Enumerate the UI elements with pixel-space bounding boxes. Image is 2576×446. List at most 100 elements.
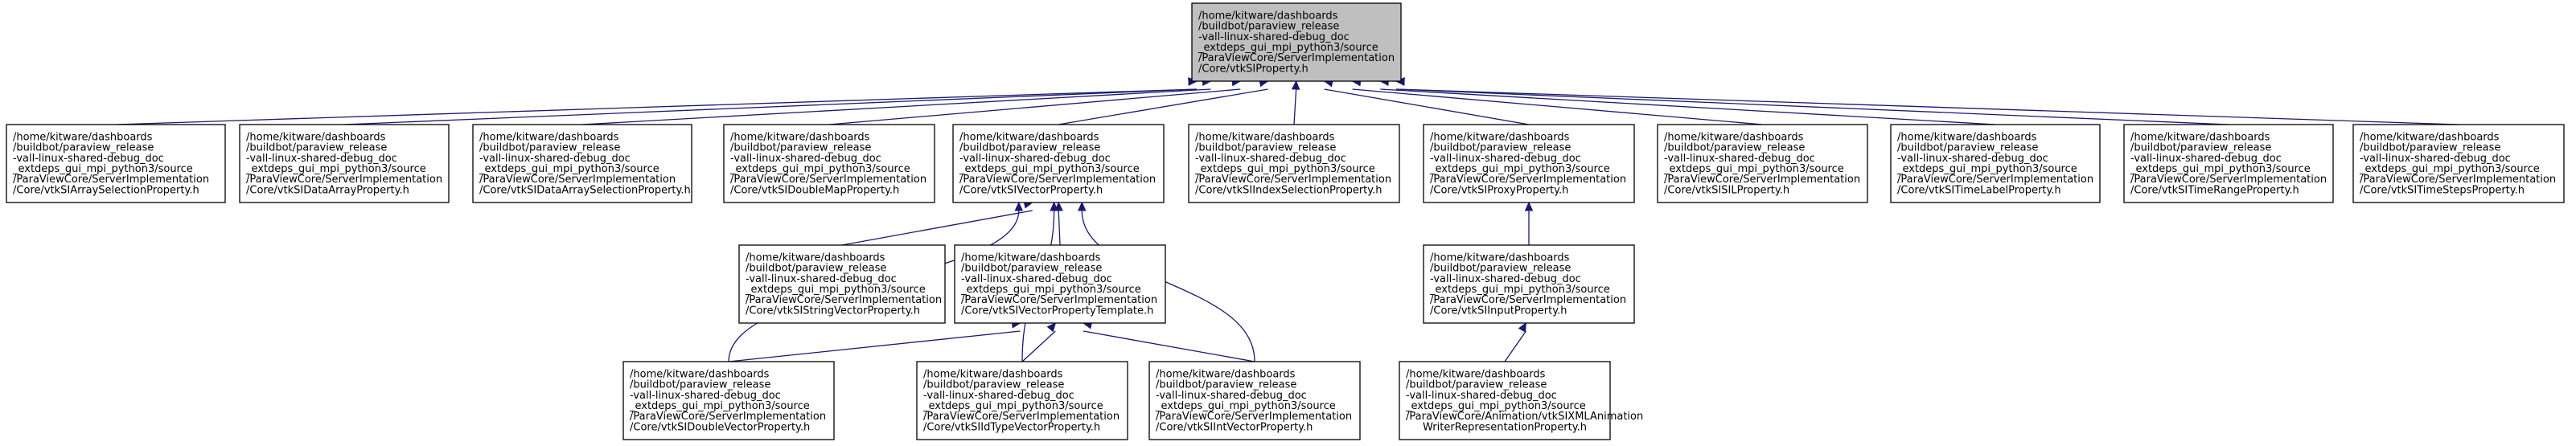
node-label-line: _extdeps_gui_mpi_python3/source xyxy=(479,163,659,175)
node-label-line: /ParaViewCore/ServerImplementation xyxy=(479,174,676,186)
node-time-label[interactable]: /home/kitware/dashboards/buildbot/paravi… xyxy=(1890,124,2101,203)
node-xml-animation[interactable]: /home/kitware/dashboards/buildbot/paravi… xyxy=(1399,361,1643,440)
node-label-line: /buildbot/paraview_release xyxy=(730,142,871,154)
node-data-array[interactable]: /home/kitware/dashboards/buildbot/paravi… xyxy=(239,124,450,203)
edge-int-vector-to-vector xyxy=(1081,210,1255,362)
node-label-line: /ParaViewCore/ServerImplementation xyxy=(1195,174,1391,186)
node-label-line: /buildbot/paraview_release xyxy=(959,142,1100,154)
node-label-line: /buildbot/paraview_release xyxy=(2360,142,2500,154)
node-label-line: _extdeps_gui_mpi_python3/source xyxy=(1194,163,1375,175)
node-label-line: /ParaViewCore/ServerImplementation xyxy=(1664,174,1860,186)
node-time-steps[interactable]: /home/kitware/dashboards/buildbot/paravi… xyxy=(2352,124,2565,203)
node-box xyxy=(1890,124,2101,203)
node-label-line: -vall-linux-shared-debug_doc xyxy=(1198,31,1350,43)
node-proxy[interactable]: /home/kitware/dashboards/buildbot/paravi… xyxy=(1423,124,1635,203)
edge-time-range-to-root xyxy=(1395,88,2229,125)
node-label-line: -vall-linux-shared-debug_doc xyxy=(1430,273,1581,285)
node-label-line: /Core/vtkSIDataArraySelectionProperty.h xyxy=(479,184,691,196)
node-sil[interactable]: /home/kitware/dashboards/buildbot/paravi… xyxy=(1657,124,1868,203)
node-label-line: /buildbot/paraview_release xyxy=(1406,379,1547,391)
node-id-type-vector[interactable]: /home/kitware/dashboards/buildbot/paravi… xyxy=(916,361,1128,440)
node-label-line: /Core/vtkSIProxyProperty.h xyxy=(1430,184,1568,196)
node-vector[interactable]: /home/kitware/dashboards/buildbot/paravi… xyxy=(952,124,1165,203)
node-box xyxy=(723,124,935,203)
node-label-line: /Core/vtkSIVectorProperty.h xyxy=(959,184,1103,196)
node-label-line: /ParaViewCore/ServerImplementation xyxy=(923,411,1120,423)
node-double-map[interactable]: /home/kitware/dashboards/buildbot/paravi… xyxy=(723,124,935,203)
node-label-line: -vall-linux-shared-debug_doc xyxy=(1430,153,1581,165)
node-label-line: /ParaViewCore/ServerImplementation xyxy=(630,411,826,423)
node-label-line: /home/kitware/dashboards xyxy=(2130,131,2270,143)
node-label-line: -vall-linux-shared-debug_doc xyxy=(13,153,164,165)
node-label-line: /buildbot/paraview_release xyxy=(2130,142,2271,154)
node-label-line: /buildbot/paraview_release xyxy=(1430,263,1571,275)
node-label-line: /home/kitware/dashboards xyxy=(1156,368,1296,380)
node-box xyxy=(1423,124,1635,203)
node-label-line: /Core/vtkSIVectorPropertyTemplate.h xyxy=(961,305,1153,317)
node-array-selection[interactable]: /home/kitware/dashboards/buildbot/paravi… xyxy=(6,124,226,203)
node-box xyxy=(6,124,226,203)
node-label-line: _extdeps_gui_mpi_python3/source xyxy=(1405,400,1586,412)
node-label-line: /buildbot/paraview_release xyxy=(1198,21,1339,33)
node-box xyxy=(239,124,450,203)
node-label-line: /Core/vtkSIDoubleVectorProperty.h xyxy=(630,421,810,433)
node-box xyxy=(622,361,835,440)
node-box xyxy=(1188,124,1400,203)
node-label-line: -vall-linux-shared-debug_doc xyxy=(1406,390,1557,402)
node-label-line: /buildbot/paraview_release xyxy=(479,142,620,154)
edge-string-vector-to-vector xyxy=(841,210,1033,246)
edge-xml-animation-to-input xyxy=(1504,330,1526,362)
node-label-line: /buildbot/paraview_release xyxy=(1664,142,1805,154)
node-box xyxy=(1191,2,1402,82)
node-label-line: /home/kitware/dashboards xyxy=(2360,131,2500,143)
node-time-range[interactable]: /home/kitware/dashboards/buildbot/paravi… xyxy=(2123,124,2334,203)
node-double-vector[interactable]: /home/kitware/dashboards/buildbot/paravi… xyxy=(622,361,835,440)
node-box xyxy=(738,244,946,324)
node-label-line: /Core/vtkSIDataArrayProperty.h xyxy=(246,184,409,196)
node-label-line: -vall-linux-shared-debug_doc xyxy=(2360,153,2511,165)
node-label-line: /home/kitware/dashboards xyxy=(1664,131,1804,143)
node-label-line: /home/kitware/dashboards xyxy=(1406,368,1546,380)
edge-arrowhead xyxy=(1518,321,1526,333)
node-label-line: -vall-linux-shared-debug_doc xyxy=(961,273,1112,285)
edge-data-array-selection-to-root xyxy=(581,88,1211,125)
node-box xyxy=(1399,361,1611,440)
node-box xyxy=(1423,244,1635,324)
node-label-line: /ParaViewCore/ServerImplementation xyxy=(959,174,1156,186)
node-label-line: /Core/vtkSITimeLabelProperty.h xyxy=(1897,184,2061,196)
node-label-line: /Core/vtkSIIndexSelectionProperty.h xyxy=(1195,184,1382,196)
node-label-line: _extdeps_gui_mpi_python3/source xyxy=(960,284,1141,296)
node-label-line: /ParaViewCore/ServerImplementation xyxy=(746,294,942,306)
node-label-line: /Core/vtkSITimeStepsProperty.h xyxy=(2360,184,2525,196)
node-input[interactable]: /home/kitware/dashboards/buildbot/paravi… xyxy=(1423,244,1635,324)
edge-sil-to-root xyxy=(1352,88,1763,125)
node-index-selection[interactable]: /home/kitware/dashboards/buildbot/paravi… xyxy=(1188,124,1400,203)
node-label-line: _extdeps_gui_mpi_python3/source xyxy=(245,163,426,175)
edge-arrowhead xyxy=(1046,322,1057,333)
node-vector-template[interactable]: /home/kitware/dashboards/buildbot/paravi… xyxy=(954,244,1166,324)
node-label-line: -vall-linux-shared-debug_doc xyxy=(1664,153,1815,165)
node-data-array-selection[interactable]: /home/kitware/dashboards/buildbot/paravi… xyxy=(472,124,692,203)
node-label-line: /ParaViewCore/ServerImplementation xyxy=(1198,52,1395,64)
node-label-line: /home/kitware/dashboards xyxy=(1430,131,1570,143)
node-label-line: /Core/vtkSIIntVectorProperty.h xyxy=(1156,421,1313,433)
node-label-line: _extdeps_gui_mpi_python3/source xyxy=(1896,163,2077,175)
node-label-line: /ParaViewCore/ServerImplementation xyxy=(1156,411,1352,423)
node-box xyxy=(954,244,1166,324)
node-string-vector[interactable]: /home/kitware/dashboards/buildbot/paravi… xyxy=(738,244,946,324)
node-label-line: /home/kitware/dashboards xyxy=(961,252,1101,264)
node-label-line: /home/kitware/dashboards xyxy=(1430,252,1570,264)
node-label-line: /buildbot/paraview_release xyxy=(1430,142,1571,154)
node-label-line: _extdeps_gui_mpi_python3/source xyxy=(2359,163,2540,175)
node-label-line: -vall-linux-shared-debug_doc xyxy=(923,390,1074,402)
node-label-line: /Core/vtkSIArraySelectionProperty.h xyxy=(13,184,199,196)
node-label-line: _extdeps_gui_mpi_python3/source xyxy=(959,163,1140,175)
node-label-line: /Core/vtkSIDoubleMapProperty.h xyxy=(730,184,899,196)
node-label-line: /ParaViewCore/ServerImplementation xyxy=(730,174,926,186)
node-root[interactable]: /home/kitware/dashboards/buildbot/paravi… xyxy=(1191,2,1402,82)
node-box xyxy=(2352,124,2565,203)
node-label-line: -vall-linux-shared-debug_doc xyxy=(1156,390,1307,402)
node-label-line: -vall-linux-shared-debug_doc xyxy=(746,273,897,285)
node-int-vector[interactable]: /home/kitware/dashboards/buildbot/paravi… xyxy=(1148,361,1361,440)
node-label-line: /ParaViewCore/ServerImplementation xyxy=(1897,174,2093,186)
